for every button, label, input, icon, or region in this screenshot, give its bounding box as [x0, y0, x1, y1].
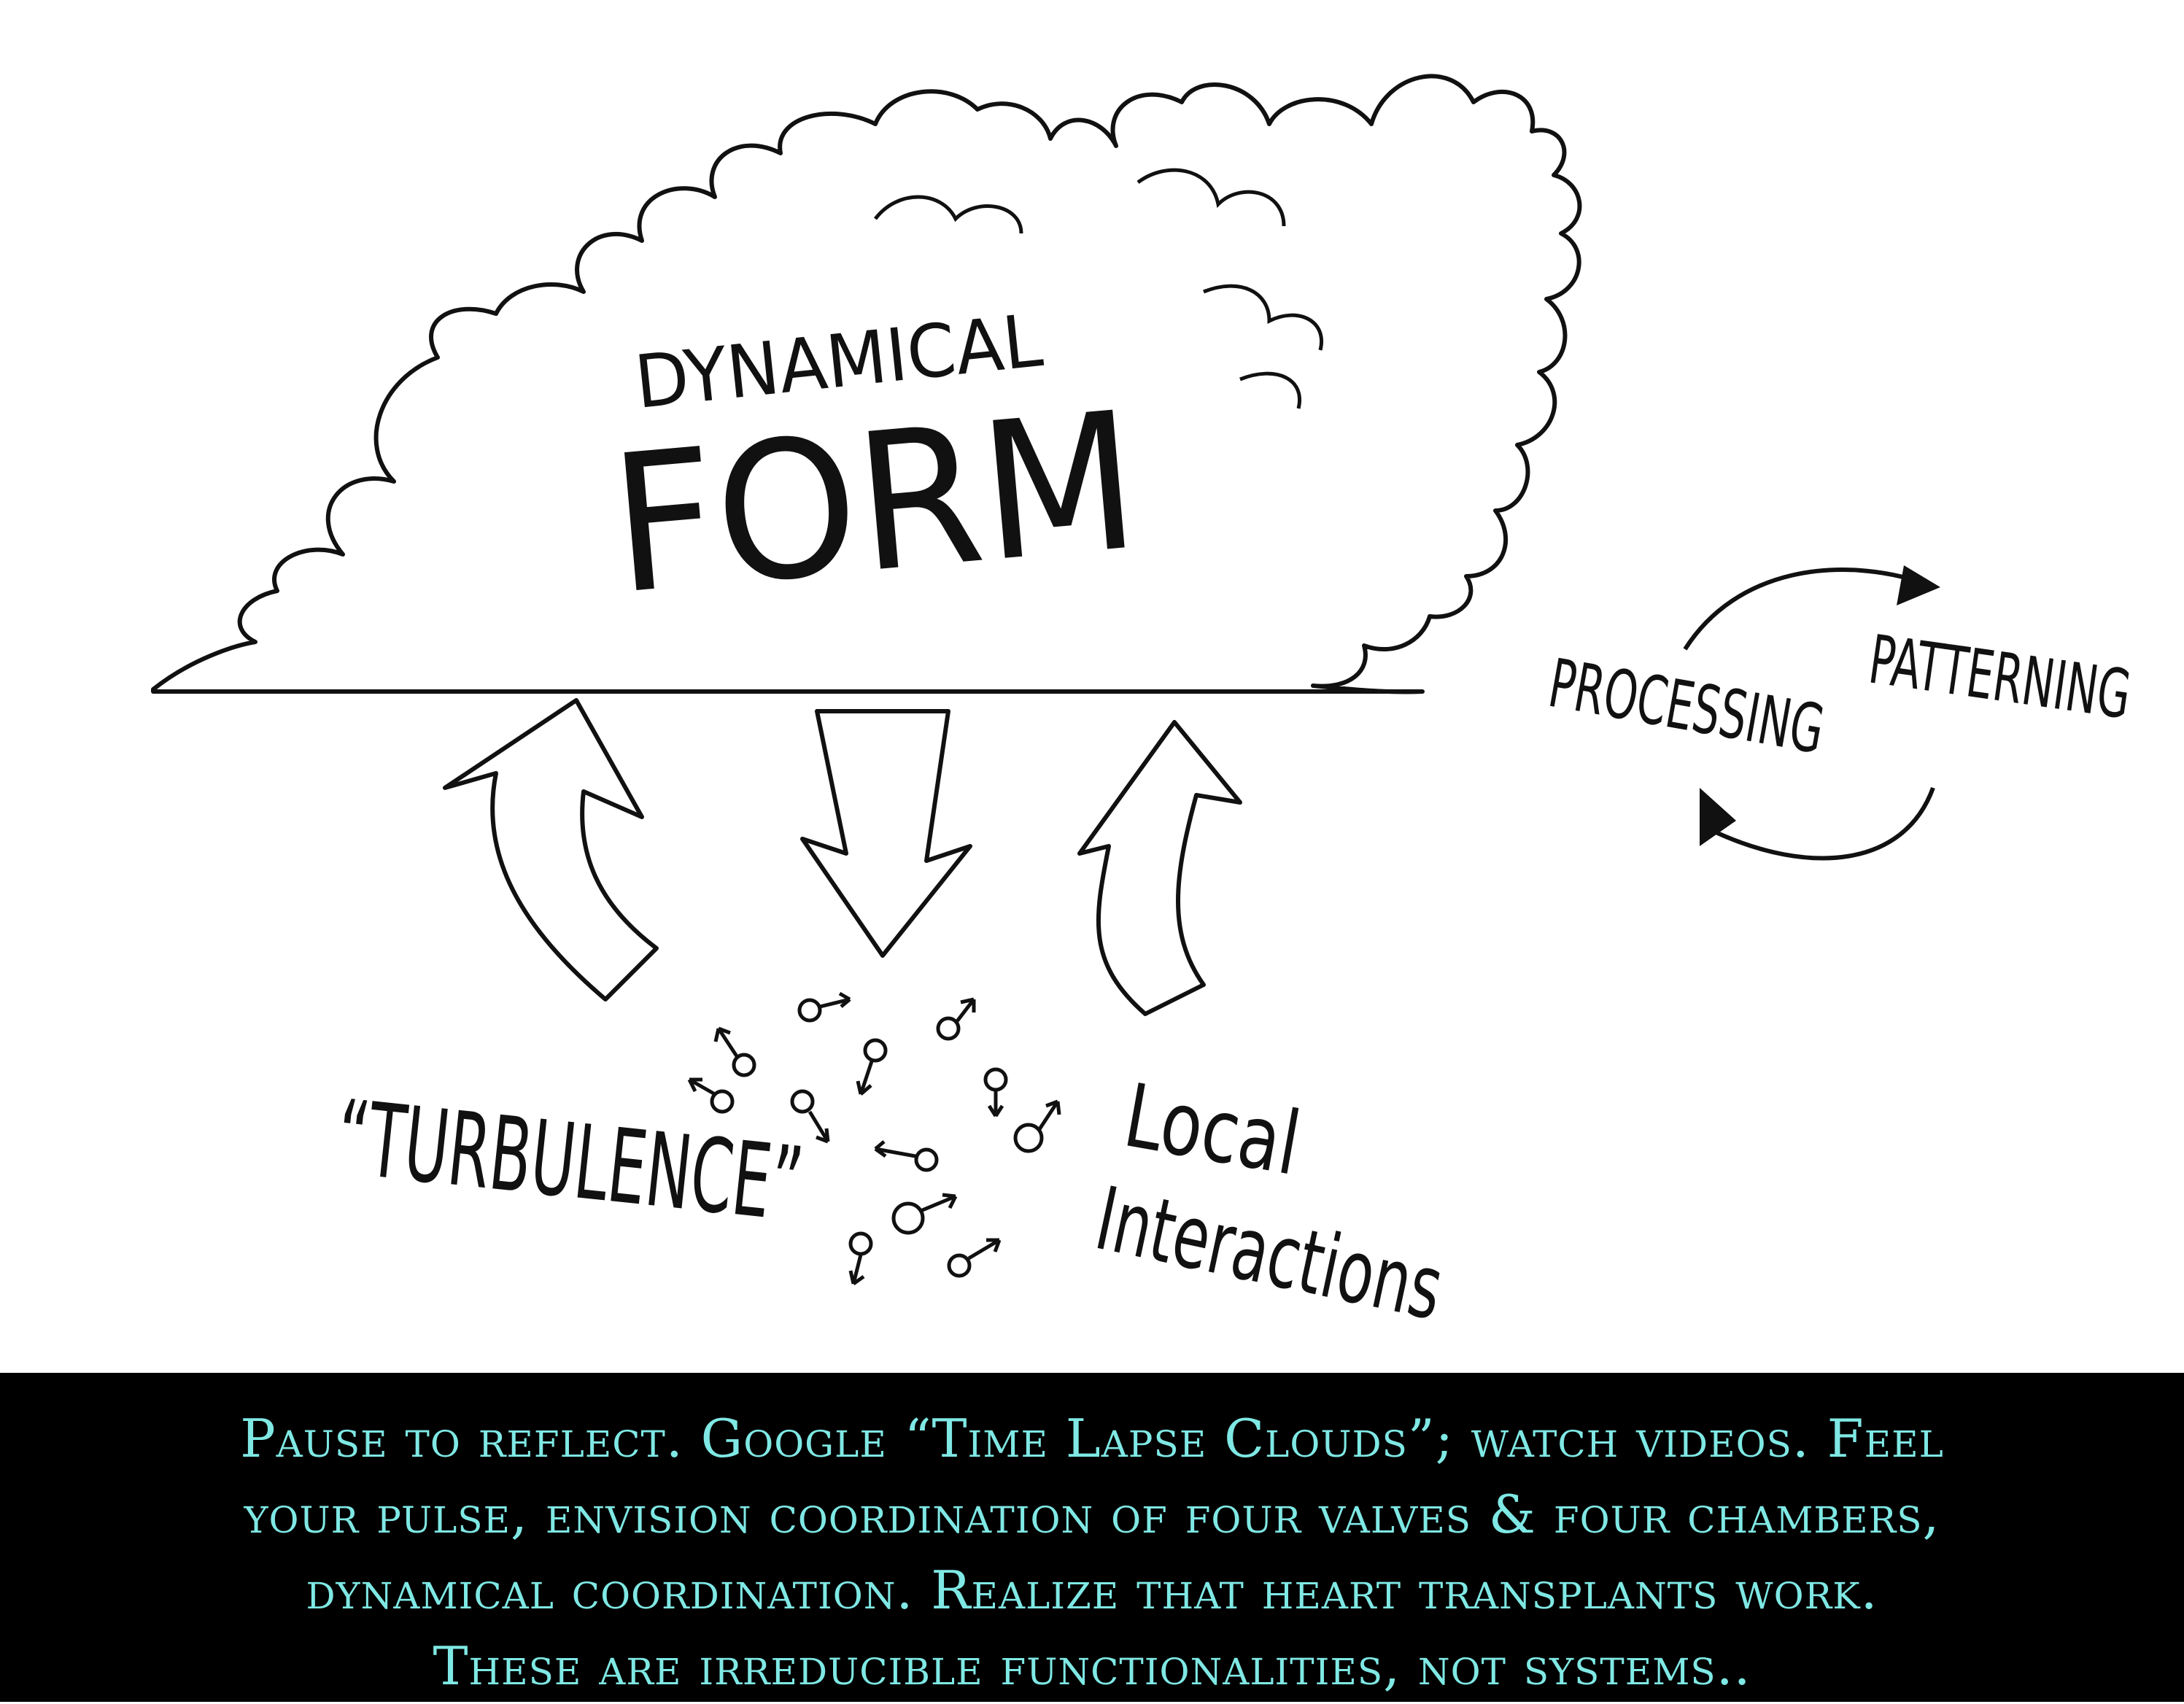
cycle-arc-bottom [1713, 786, 1935, 861]
caption-line-2: your pulse, envision coordination of fou… [244, 1484, 1940, 1545]
cycle-arc-top [1683, 568, 1927, 651]
cycle-processing-label: PROCESSING [1544, 644, 1830, 769]
caption-box: Pause to reflect. Google “Time Lapse Clo… [0, 1373, 2184, 1702]
caption-line-1: Pause to reflect. Google “Time Lapse Clo… [240, 1408, 1944, 1469]
cloud-inner-scallops [874, 168, 1323, 409]
turbulence-label: “TURBULENCE” [331, 1078, 808, 1245]
diagram-canvas: DYNAMICAL FORM “TURBULENCE” Local Intera… [151, 74, 2135, 1341]
arrow-up-right [1077, 720, 1242, 1016]
cycle-arrowhead-top [1897, 565, 1940, 605]
particles [687, 991, 1061, 1286]
caption-line-3: dynamical coordination. Realize that hea… [306, 1560, 1878, 1621]
cloud-title-large: FORM [603, 371, 1146, 637]
caption-line-4: These are irreducible functionalities, n… [433, 1635, 1751, 1697]
arrow-up-left [443, 698, 659, 1002]
cycle-arrowhead-bottom [1700, 788, 1736, 846]
cycle-patterning-label: PATTERNING [1864, 621, 2135, 735]
interactions-label: Interactions [1088, 1169, 1451, 1341]
arrow-down-center [800, 709, 972, 958]
cloud-outline [151, 74, 1582, 694]
